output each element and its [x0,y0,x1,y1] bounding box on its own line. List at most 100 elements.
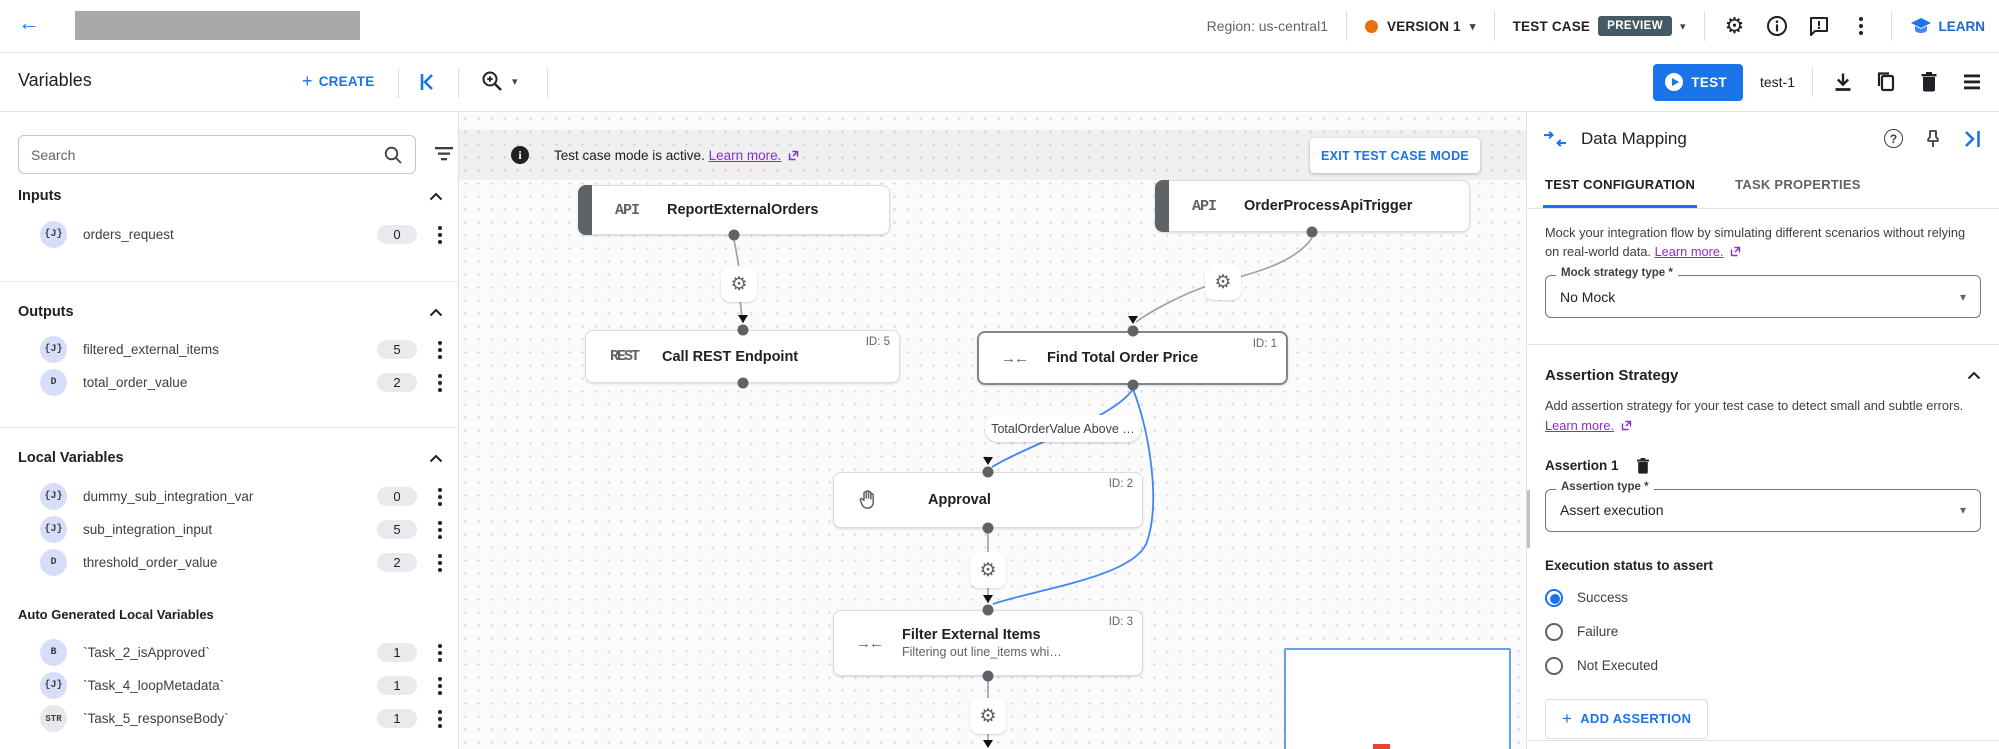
api-trigger-icon: API [615,201,640,219]
collapse-panel-icon[interactable] [1963,130,1983,148]
node-id: ID: 3 [1108,616,1133,628]
row-menu-button[interactable] [431,716,449,721]
search-input[interactable] [31,146,383,163]
edge-arrow-icon [983,595,993,603]
collapse-sidebar-button[interactable] [416,71,438,93]
delete-assertion-icon[interactable] [1635,457,1651,475]
row-menu-button[interactable] [431,347,449,352]
radio-button[interactable] [1545,656,1563,675]
output-port[interactable] [728,229,740,241]
variable-name: `Task_4_loopMetadata` [83,678,225,693]
test-case-selector[interactable]: TEST CASE PREVIEW ▾ [1513,16,1686,36]
tab-test-configuration[interactable]: TEST CONFIGURATION [1543,165,1698,208]
output-port[interactable] [1306,226,1318,238]
node-find-total-order-price[interactable]: →← Find Total Order Price ID: 1 [977,331,1288,385]
chevron-down-icon: ▾ [1469,20,1476,33]
variable-row[interactable]: D total_order_value 2 [0,366,458,399]
gear-icon: ⚙ [730,273,748,295]
output-port[interactable] [1127,379,1139,391]
mock-strategy-select[interactable]: Mock strategy type * No Mock ▾ [1545,267,1981,319]
node-approval[interactable]: Approval ID: 2 [833,472,1143,528]
version-selector[interactable]: VERSION 1 ▾ [1365,19,1476,34]
settings-button[interactable]: ⚙ [1723,14,1747,38]
usage-count-badge: 1 [377,709,417,728]
tab-task-properties[interactable]: TASK PROPERTIES [1735,177,1861,192]
download-button[interactable] [1830,69,1856,95]
divider [1703,11,1705,41]
kebab-icon [438,380,442,385]
row-menu-button[interactable] [431,232,449,237]
variable-row[interactable]: D threshold_order_value 2 [0,546,458,579]
node-report-external-orders[interactable]: API ReportExternalOrders [578,185,890,235]
feedback-button[interactable] [1807,14,1831,38]
output-port[interactable] [982,670,994,682]
edge-condition-label[interactable]: TotalOrderValue Above … [985,415,1141,442]
edge-config-button[interactable]: ⚙ [970,552,1006,588]
edge-arrow-icon [983,457,993,465]
row-menu-button[interactable] [431,560,449,565]
add-assertion-button[interactable]: + ADD ASSERTION [1545,698,1709,739]
panel-scrollbar-thumb[interactable] [1527,490,1530,548]
radio-button[interactable] [1545,622,1563,641]
back-icon[interactable]: ← [18,10,40,35]
search-box[interactable] [18,135,416,174]
duplicate-button[interactable] [1873,69,1899,95]
variable-row[interactable]: {J} filtered_external_items 5 [0,333,458,366]
mock-learn-more-link[interactable]: Learn more. [1654,244,1724,260]
help-icon[interactable]: ? [1884,129,1903,148]
variable-row[interactable]: {J} `Task_4_loopMetadata` 1 [0,669,458,702]
node-call-rest-endpoint[interactable]: REST Call REST Endpoint ID: 5 [585,330,900,383]
chevron-up-icon[interactable] [429,454,443,463]
row-menu-button[interactable] [431,650,449,655]
learn-button[interactable]: LEARN [1910,17,1985,35]
json-type-icon: {J} [40,672,67,699]
log-list-button[interactable] [1959,69,1985,95]
radio-button-checked[interactable] [1545,588,1563,607]
pin-icon[interactable] [1925,129,1941,149]
feedback-icon [1809,17,1828,36]
trash-icon [1921,72,1937,92]
variable-row[interactable]: {J} sub_integration_input 5 [0,513,458,546]
banner-learn-more-link[interactable]: Learn more. [708,147,782,163]
row-menu-button[interactable] [431,527,449,532]
chevron-up-icon[interactable] [1967,371,1981,380]
flow-canvas[interactable]: i Test case mode is active. Learn more. … [459,112,1526,749]
row-menu-button[interactable] [431,380,449,385]
edge-config-button[interactable]: ⚙ [1205,264,1241,300]
test-button[interactable]: TEST [1653,63,1743,101]
edge-config-button[interactable]: ⚙ [970,698,1006,734]
search-icon [384,146,402,164]
variable-name: orders_request [83,227,174,242]
radio-success[interactable]: Success [1545,588,1981,607]
input-port[interactable] [1127,325,1139,337]
edge-config-button[interactable]: ⚙ [721,266,757,302]
radio-not-executed[interactable]: Not Executed [1545,656,1981,675]
chevron-up-icon[interactable] [429,308,443,317]
variable-row[interactable]: {J} dummy_sub_integration_var 0 [0,480,458,513]
create-variable-button[interactable]: + CREATE [302,71,374,92]
info-button[interactable] [1765,14,1789,38]
chevron-up-icon[interactable] [429,192,443,201]
radio-failure[interactable]: Failure [1545,622,1981,641]
node-order-process-api-trigger[interactable]: API OrderProcessApiTrigger [1155,180,1470,232]
delete-button[interactable] [1916,69,1942,95]
divider [0,281,458,282]
assertion-type-select[interactable]: Assertion type * Assert execution ▾ [1545,480,1981,532]
input-port[interactable] [982,466,994,478]
output-port[interactable] [737,377,749,389]
node-filter-external-items[interactable]: →← Filter External Items Filtering out l… [833,610,1143,676]
assertion-learn-more-link[interactable]: Learn more. [1545,417,1614,433]
zoom-control[interactable]: ▾ [480,69,518,93]
more-options-button[interactable] [1849,14,1873,38]
variable-row[interactable]: B `Task_2_isApproved` 1 [0,636,458,669]
variable-row[interactable]: STR `Task_5_responseBody` 1 [0,702,458,735]
row-menu-button[interactable] [431,683,449,688]
exit-test-case-mode-button[interactable]: EXIT TEST CASE MODE [1310,138,1480,173]
sort-filter-button[interactable] [434,145,454,163]
variable-row[interactable]: {J} orders_request 0 [0,218,458,251]
row-menu-button[interactable] [431,494,449,499]
variable-name: filtered_external_items [83,342,219,357]
output-port[interactable] [982,522,994,534]
input-port[interactable] [737,324,749,336]
input-port[interactable] [982,604,994,616]
